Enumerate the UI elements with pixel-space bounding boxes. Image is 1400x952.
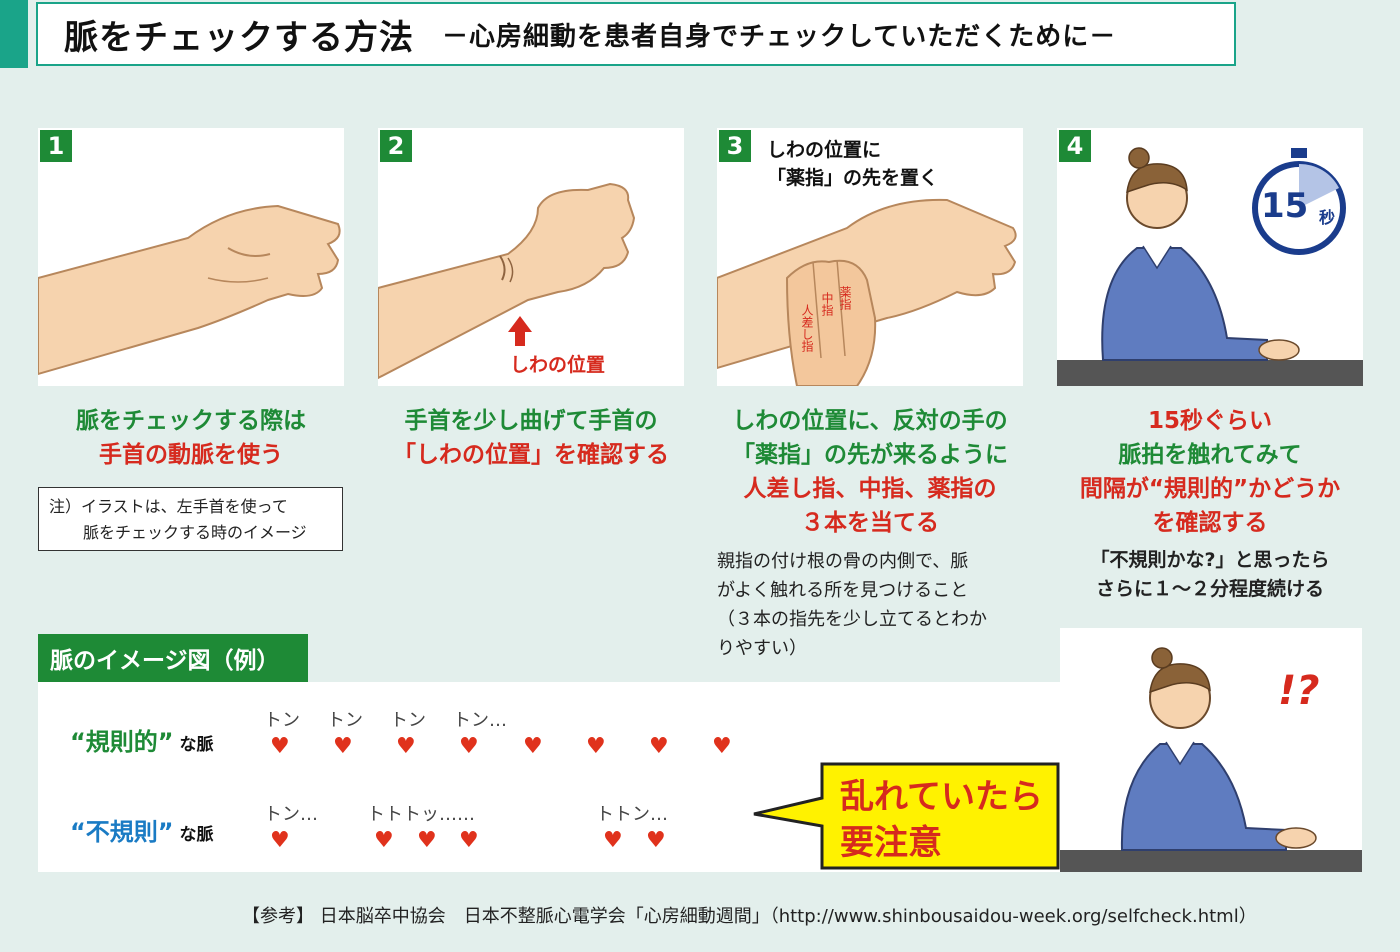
exclaim-question-mark: !?	[1278, 668, 1320, 714]
regular-pulse-label-text: “規則的”	[70, 728, 174, 756]
irregular-ton-1: トン…	[264, 804, 318, 825]
step-3-illustration: 3 しわの位置に 「薬指」の先を置く 薬指 中指 人差し指	[717, 128, 1023, 386]
woman-at-desk-illustration	[1057, 147, 1363, 386]
heart-icon: ♥	[712, 734, 732, 759]
page-header: 脈をチェックする方法 －心房細動を患者自身でチェックしていただくために－	[36, 2, 1236, 66]
finger-label-index: 人差し指	[800, 304, 814, 352]
step-4-caption: 15秒ぐらい 脈拍を触れてみて 間隔が“規則的”かどうか を確認する	[1057, 404, 1363, 540]
step-4-caption-line1: 15秒ぐらい	[1147, 408, 1272, 434]
heart-icon: ♥	[270, 734, 290, 759]
step-3-detail-line2: がよく触れる所を見つけること	[717, 580, 969, 601]
irregular-ton-2: トトトッ……	[367, 804, 475, 825]
up-arrow-icon	[508, 316, 532, 346]
step-3-callout: しわの位置に 「薬指」の先を置く	[767, 136, 938, 192]
heart-icon: ♥	[396, 734, 416, 759]
finger-label-ring: 薬指	[838, 286, 852, 310]
step-3-caption-line3: 人差し指、中指、薬指の	[743, 476, 997, 502]
step-4-caption-line2: 脈拍を触れてみて	[1118, 442, 1302, 468]
heart-icon: ♥	[646, 828, 666, 853]
regular-pulse-suffix: な脈	[179, 735, 214, 755]
step-1-badge: 1	[40, 130, 72, 162]
reference-footer: 【参考】 日本脳卒中協会 日本不整脈心電学会「心房細動週間」（http://ww…	[242, 906, 1257, 927]
heart-icon: ♥	[270, 828, 290, 853]
page-subtitle: －心房細動を患者自身でチェックしていただくために－	[442, 21, 1117, 52]
step-2-caption-line2: 「しわの位置」を確認する	[393, 442, 669, 468]
step-1-caption: 脈をチェックする際は 手首の動脈を使う	[38, 404, 344, 472]
step-3-caption-line4: ３本を当てる	[801, 510, 939, 536]
step-3-detail-line1: 親指の付け根の骨の内側で、脈	[717, 551, 969, 572]
step-3-caption-line1: しわの位置に、反対の手の	[732, 408, 1008, 434]
warning-speech-bubble	[753, 762, 1060, 870]
step-4-caption-line4: を確認する	[1152, 510, 1268, 536]
step-3-badge: 3	[719, 130, 751, 162]
step-1-caption-line2: 手首の動脈を使う	[99, 442, 283, 468]
irregular-pulse-label: “不規則”な脈	[70, 812, 214, 847]
irregular-pulse-label-text: “不規則”	[70, 818, 174, 846]
step-3-detail-line3: （３本の指先を少し立てるとわか	[717, 609, 987, 630]
step-3-caption-line2: 「薬指」の先が来るように	[732, 442, 1008, 468]
regular-ton-2: トン	[327, 710, 363, 731]
step-1-caption-line1: 脈をチェックする際は	[76, 408, 306, 434]
illustration-note: 注）イラストは、左手首を使って 脈をチェックする時のイメージ	[38, 487, 343, 551]
step-4-detail-line2: さらに１～２分程度続ける	[1095, 578, 1324, 600]
heart-icon: ♥	[603, 828, 623, 853]
step-4-detail: 「不規則かな?」と思ったら さらに１～２分程度続ける	[1060, 546, 1360, 604]
crease-position-label: しわの位置	[510, 354, 606, 376]
timer-number: 15	[1261, 186, 1309, 226]
open-hand-illustration	[38, 204, 341, 376]
step-3-detail-line4: りやすい）	[717, 638, 807, 659]
regular-ton-1: トン	[264, 710, 300, 731]
warning-text: 乱れていたら 要注意	[840, 774, 1043, 866]
warning-line2: 要注意	[840, 823, 942, 863]
irregular-ton-3: トトン…	[596, 804, 668, 825]
step-3-caption: しわの位置に、反対の手の 「薬指」の先が来るように 人差し指、中指、薬指の ３本…	[710, 404, 1030, 540]
note-line2: 脈をチェックする時のイメージ	[83, 523, 307, 542]
regular-ton-3: トン	[390, 710, 426, 731]
step-4-caption-line3: 間隔が“規則的”かどうか	[1079, 476, 1341, 502]
pulse-section-title: 脈のイメージ図（例）	[38, 634, 308, 682]
confused-woman-figure	[1060, 647, 1362, 872]
heart-icon: ♥	[586, 734, 606, 759]
three-finger-pulse-illustration	[717, 198, 1017, 386]
step-2-badge: 2	[380, 130, 412, 162]
finger-label-middle: 中指	[820, 292, 834, 316]
step-4-badge: 4	[1059, 130, 1091, 162]
regular-pulse-label: “規則的”な脈	[70, 722, 214, 757]
step-2-caption: 手首を少し曲げて手首の 「しわの位置」を確認する	[378, 404, 684, 472]
page-title: 脈をチェックする方法	[64, 17, 414, 58]
irregular-pulse-suffix: な脈	[179, 825, 214, 845]
step-2-caption-line1: 手首を少し曲げて手首の	[404, 408, 658, 434]
heart-icon: ♥	[417, 828, 437, 853]
step-4-detail-line1: 「不規則かな?」と思ったら	[1090, 549, 1330, 571]
header-accent-bar	[0, 0, 28, 68]
heart-icon: ♥	[649, 734, 669, 759]
heart-icon: ♥	[459, 734, 479, 759]
step-1-illustration: 1	[38, 128, 344, 386]
step-3-callout-line2: 「薬指」の先を置く	[767, 167, 939, 189]
step-4-illustration: 4 15 秒	[1057, 128, 1363, 386]
step-2-illustration: 2 しわの位置	[378, 128, 684, 386]
bent-wrist-illustration	[378, 182, 636, 380]
warning-line1: 乱れていたら	[840, 777, 1043, 817]
step-3-callout-line1: しわの位置に	[767, 139, 882, 161]
note-line1: 注）イラストは、左手首を使って	[49, 497, 288, 516]
timer-unit: 秒	[1319, 208, 1336, 227]
confused-woman-illustration: !?	[1060, 628, 1362, 872]
regular-ton-4: トン…	[453, 710, 507, 731]
heart-icon: ♥	[459, 828, 479, 853]
heart-icon: ♥	[523, 734, 543, 759]
heart-icon: ♥	[374, 828, 394, 853]
step-3-detail: 親指の付け根の骨の内側で、脈 がよく触れる所を見つけること （３本の指先を少し立…	[717, 547, 1037, 663]
heart-icon: ♥	[333, 734, 353, 759]
